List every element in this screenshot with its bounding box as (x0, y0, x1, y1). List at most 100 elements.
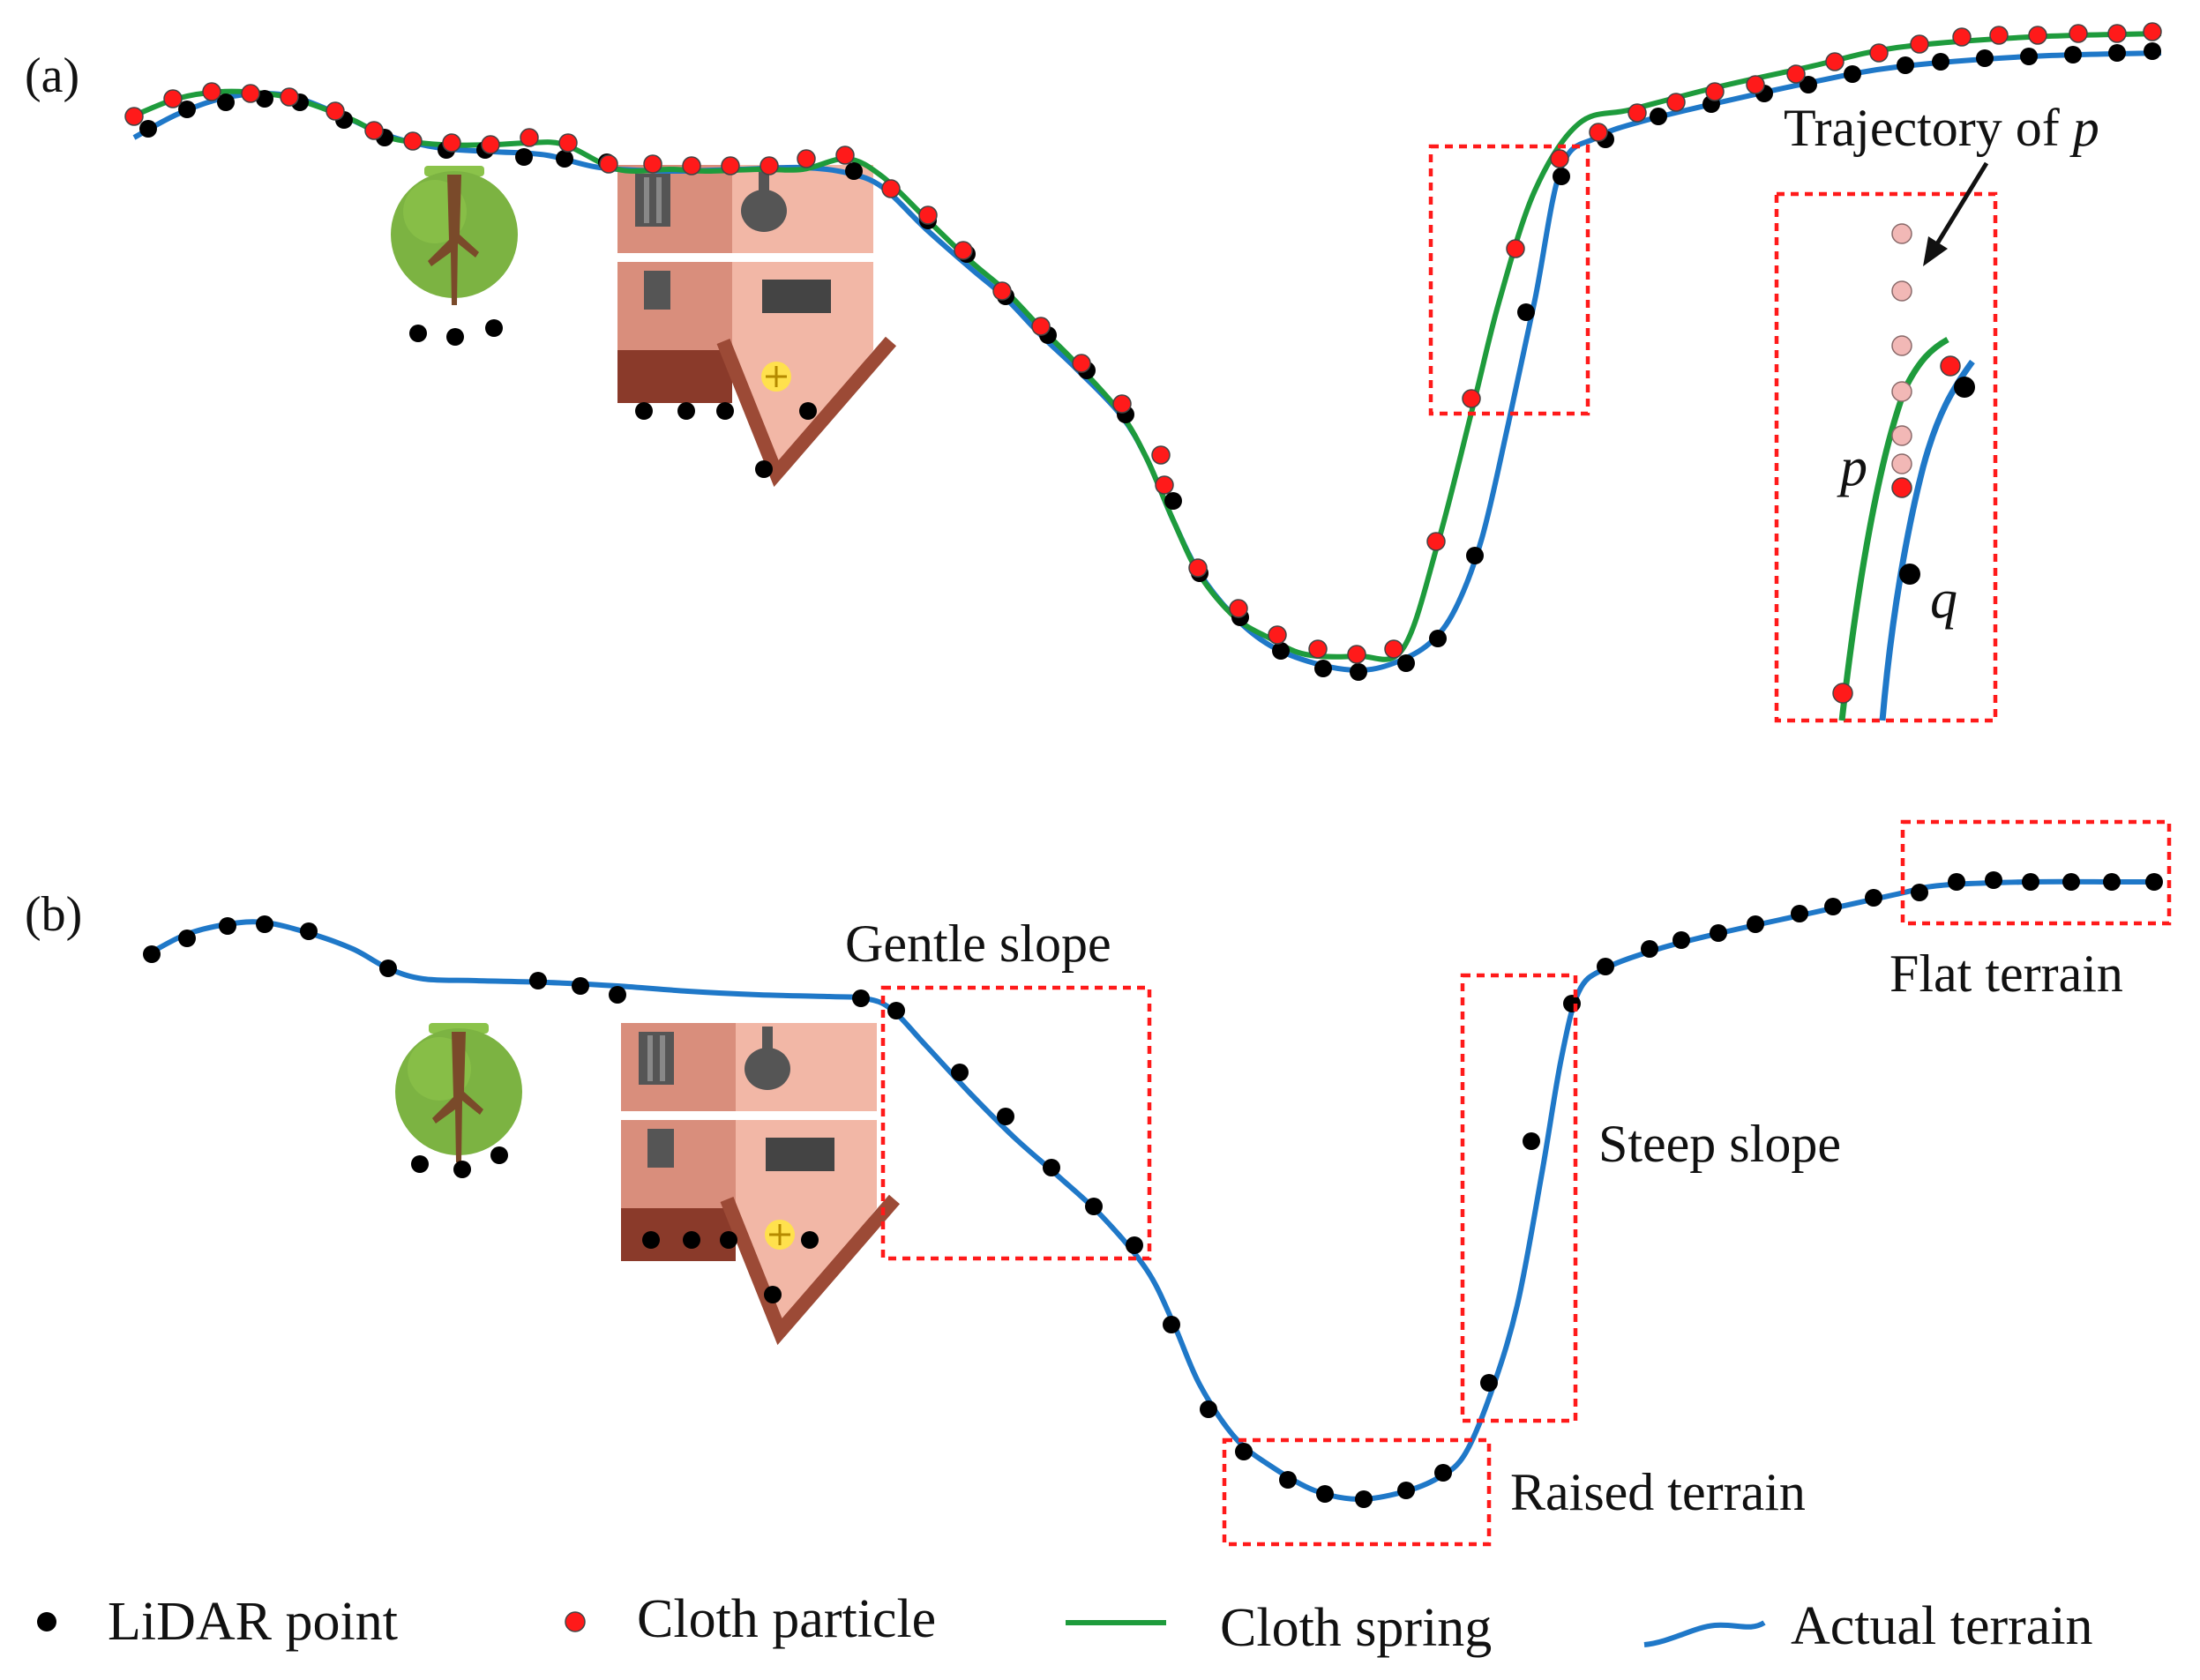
cloth-particle (918, 205, 938, 225)
lidar-point (515, 148, 533, 166)
lidar-point (2020, 48, 2038, 65)
cloth-particle (2107, 24, 2127, 43)
lidar-point (997, 1108, 1014, 1125)
cloth-particle (1426, 532, 1446, 551)
cloth-particle (1031, 317, 1051, 336)
cloth-particle (1506, 239, 1525, 258)
lidar-point (609, 986, 626, 1004)
cloth-particle (1072, 354, 1091, 373)
lidar-point (1844, 65, 1861, 83)
gentle-slope-box (880, 985, 1152, 1261)
lidar-point (2062, 873, 2080, 891)
lidar-point (256, 915, 273, 933)
lidar-point (1350, 663, 1367, 681)
cloth-particle (1666, 93, 1686, 112)
lidar-point (1480, 1374, 1498, 1392)
lidar-point (1985, 871, 2002, 889)
lidar-point (529, 972, 547, 989)
cloth-particle (954, 241, 973, 260)
lidar-point (2108, 44, 2126, 62)
inset-cloth-particle (1940, 355, 1961, 377)
lidar-point (1164, 492, 1182, 510)
trajectory-particle (1891, 453, 1912, 474)
panel-b: (b) Gentle slope Steep slope Raised terr… (25, 819, 2172, 1547)
lidar-point (755, 460, 773, 478)
lidar-point (379, 959, 397, 977)
lidar-point (1517, 303, 1535, 321)
lidar-point (1235, 1443, 1253, 1460)
house-icon (621, 1023, 894, 1332)
raised-terrain-box (1222, 1437, 1492, 1547)
legend: LiDAR point Cloth particle Cloth spring … (37, 1589, 2093, 1658)
lidar-point (1355, 1490, 1373, 1508)
cloth-particle (1589, 123, 1608, 142)
cloth-particle (992, 281, 1012, 301)
lidar-point (1434, 1464, 1452, 1482)
cloth-particle (1384, 639, 1403, 659)
lidar-point (1948, 873, 1965, 891)
steep-slope-box (1460, 973, 1578, 1423)
cloth-particle (1347, 645, 1366, 664)
lidar-point (801, 1231, 819, 1249)
zoom-region-box (1428, 144, 1590, 416)
trajectory-particle (1891, 335, 1912, 356)
lidar-point (2103, 873, 2121, 891)
cloth-particle (241, 84, 260, 103)
cloth-particle (881, 179, 901, 198)
lidar-point (1429, 630, 1447, 647)
cloth-particle (1462, 389, 1481, 408)
lidar-point (1163, 1316, 1180, 1333)
lidar-point (1932, 53, 1949, 71)
lidar-point (1747, 915, 1764, 933)
lidar-point (951, 1064, 969, 1081)
cloth-particle (558, 133, 578, 153)
cloth-particle (1628, 103, 1647, 123)
lidar-point (490, 1146, 508, 1164)
cloth-particle (1188, 558, 1208, 578)
lidar-point (1316, 1485, 1334, 1503)
legend-cloth-particle-label: Cloth particle (637, 1589, 936, 1649)
trajectory-label: Trajectory of p (1784, 99, 2099, 157)
lidar-point (1710, 924, 1727, 942)
inset-lidar-point (1954, 377, 1975, 398)
lidar-point (1523, 1132, 1540, 1150)
cloth-particle (326, 101, 345, 121)
cloth-particle (280, 87, 299, 107)
cloth-particle (1550, 149, 1569, 168)
trajectory-particle (1891, 223, 1912, 244)
cloth-particle (760, 156, 779, 175)
lidar-point (485, 319, 503, 337)
tree-icon (395, 1023, 522, 1162)
raised-terrain-label: Raised terrain (1510, 1463, 1806, 1521)
cloth-particle (1151, 445, 1171, 465)
lidar-point (683, 1231, 700, 1249)
legend-actual-terrain-icon (1643, 1620, 1766, 1647)
cloth-particle (599, 154, 618, 174)
particle-p (1891, 477, 1912, 498)
lidar-point (411, 1155, 429, 1173)
lidar-point (1791, 905, 1808, 922)
lidar-point (1397, 1482, 1415, 1499)
lidar-point (1279, 1471, 1297, 1489)
lidar-point (1672, 931, 1690, 949)
flat-terrain-box (1900, 819, 2172, 926)
cloth-particle (835, 146, 855, 165)
lidar-point (1911, 884, 1928, 901)
cloth-particle (1786, 64, 1806, 84)
legend-cloth-spring-label: Cloth spring (1220, 1598, 1492, 1658)
lidar-point (887, 1002, 905, 1019)
lidar-point (1563, 995, 1581, 1012)
lidar-point (1200, 1400, 1217, 1418)
lidar-point (1553, 168, 1570, 185)
lidar-point (1397, 654, 1415, 672)
house-icon (617, 165, 891, 474)
cloth-particle (1746, 75, 1765, 94)
cloth-particle (721, 156, 740, 175)
panel-b-label: (b) (25, 887, 82, 942)
lidar-point (716, 402, 734, 420)
cloth-particle (1952, 27, 1972, 47)
lidar-point (1126, 1236, 1143, 1254)
lidar-point (1824, 898, 1842, 915)
cloth-particle (643, 154, 662, 174)
